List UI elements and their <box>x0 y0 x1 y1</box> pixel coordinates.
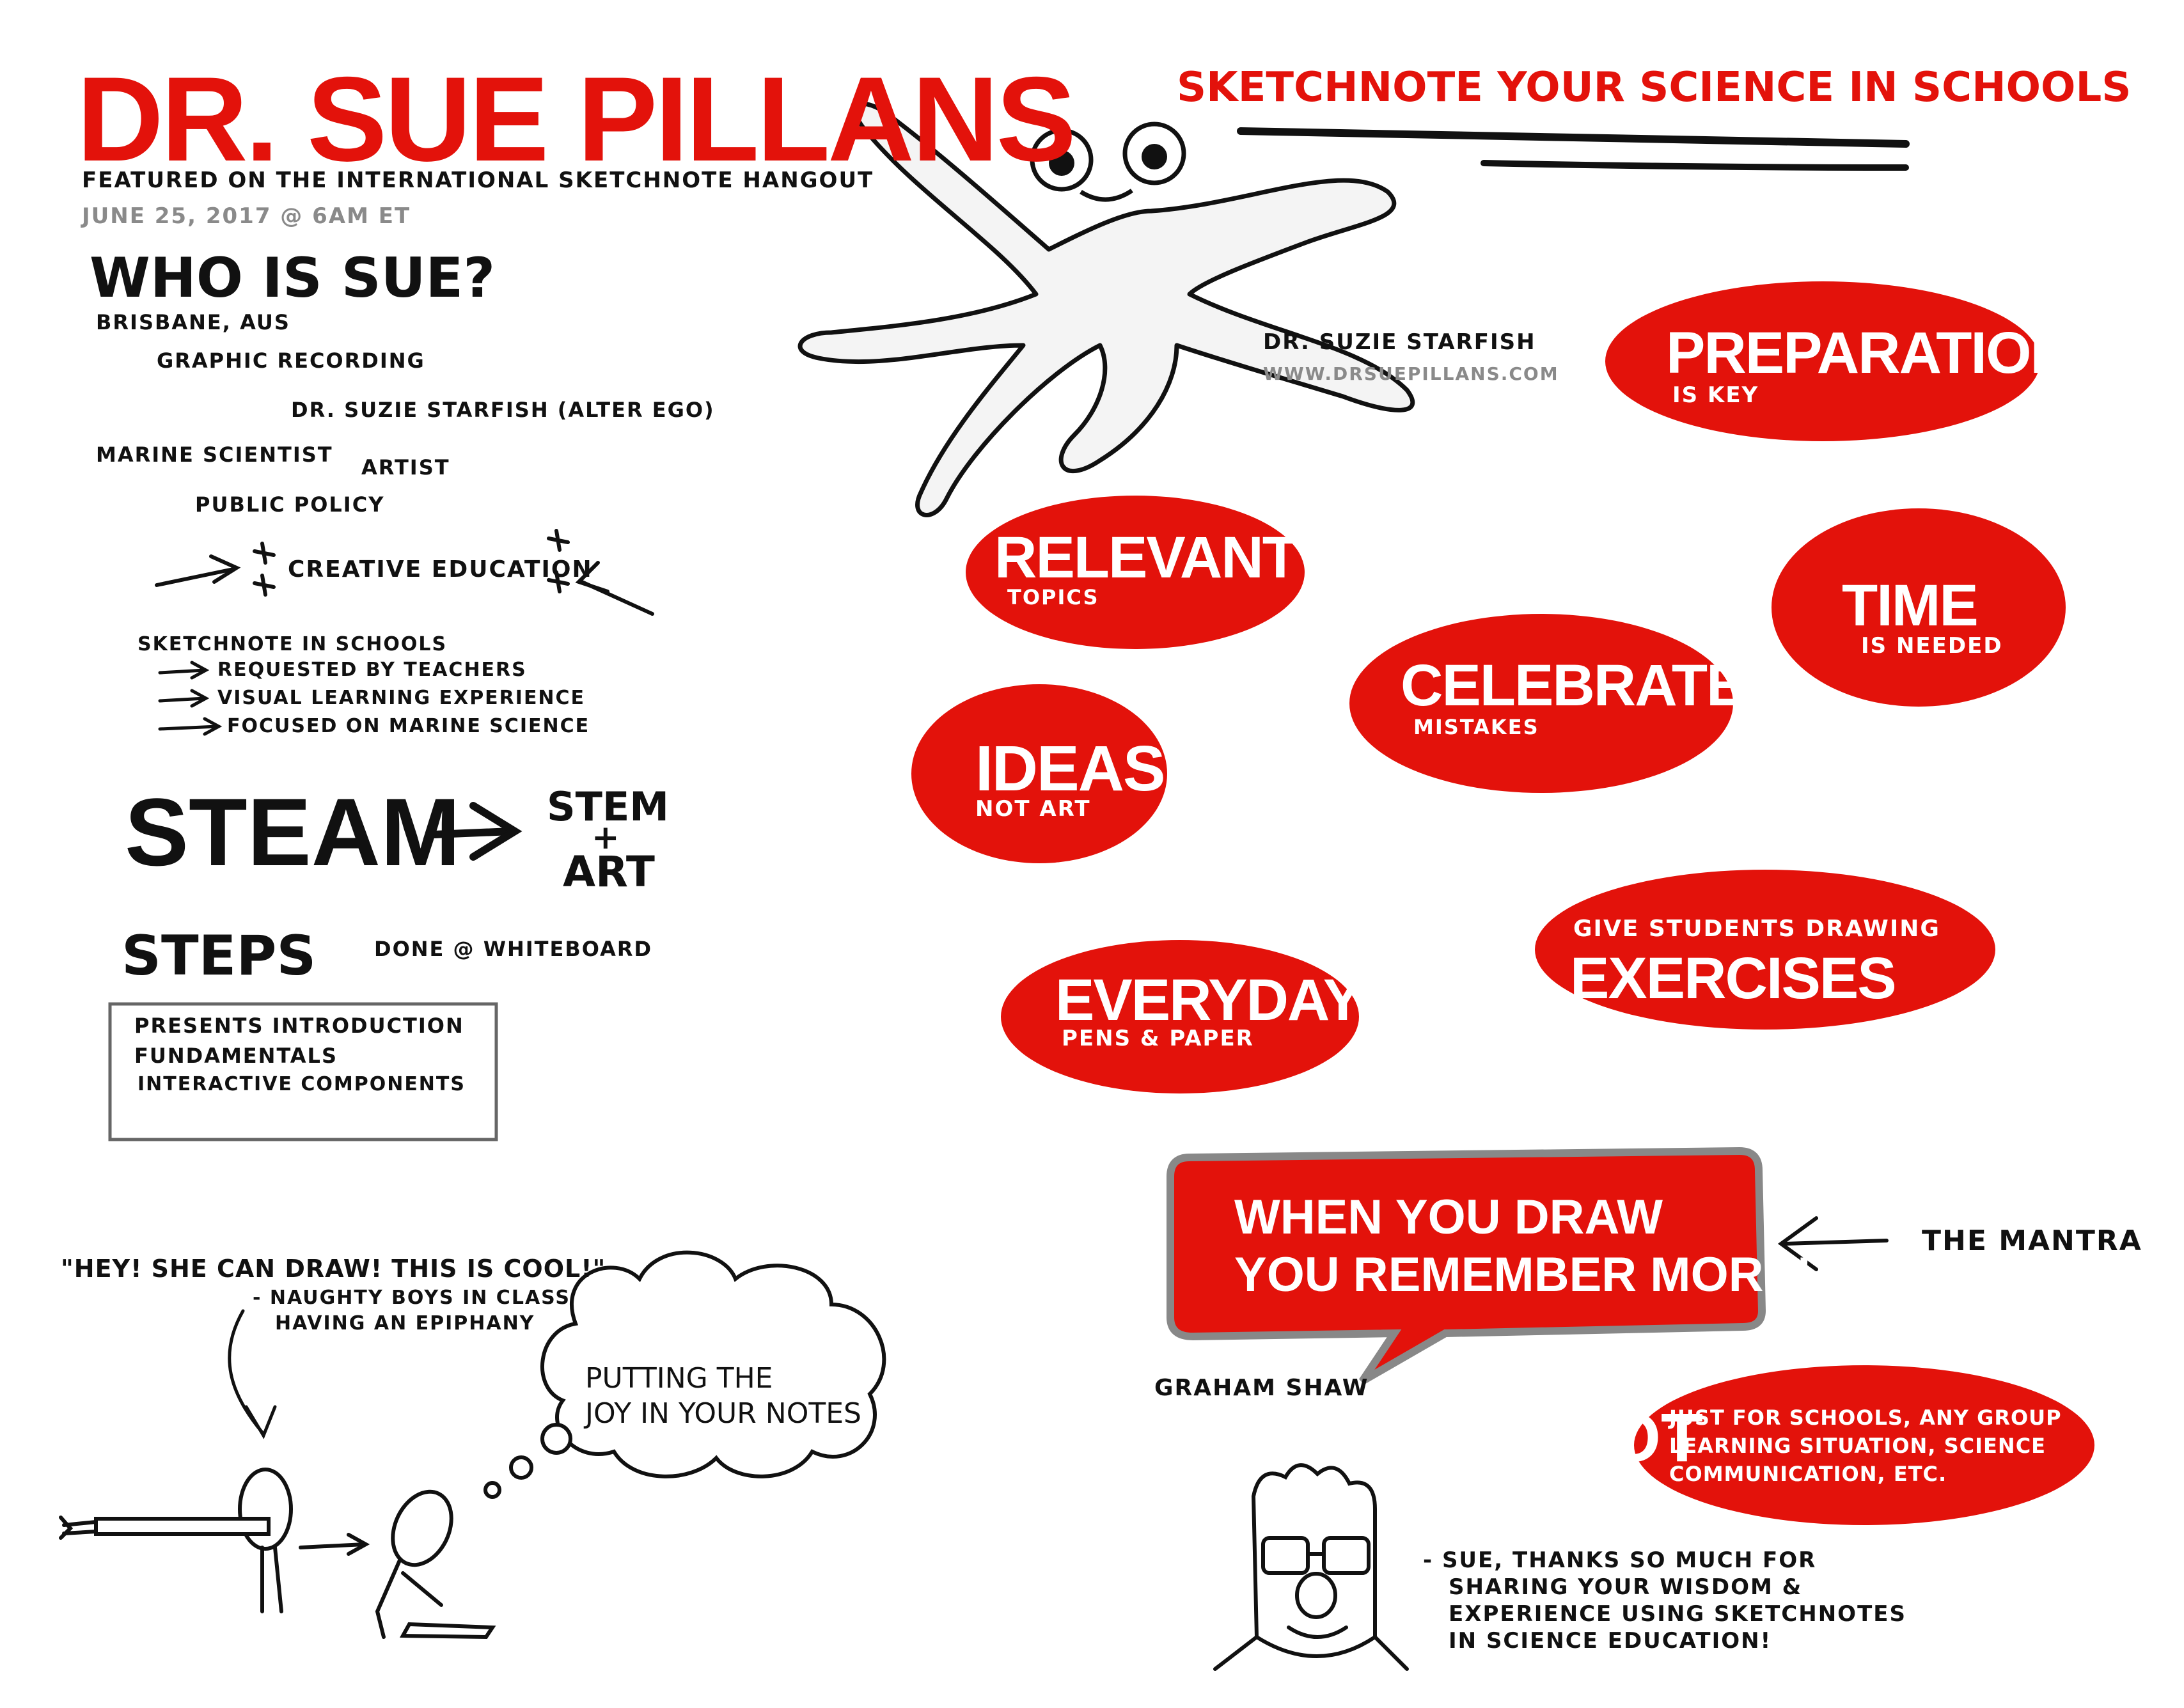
mantra-credit: GRAHAM SHAW <box>1154 1375 1369 1401</box>
mantra-speech-bubble <box>1167 1147 1766 1385</box>
steam-arrow-icon <box>431 802 522 861</box>
who-heading: WHO IS SUE? <box>90 246 496 310</box>
main-title: SKETCHNOTE YOUR SCIENCE IN SCHOOLS <box>1177 64 2132 111</box>
schools-item-1: REQUESTED BY TEACHERS <box>217 659 527 681</box>
steps-item-1: PRESENTS INTRODUCTION <box>134 1014 464 1038</box>
blob-relevant <box>966 496 1305 649</box>
steps-item-2: FUNDAMENTALS <box>134 1044 338 1068</box>
blob-preparation <box>1605 281 2040 441</box>
thanks-line-2: SHARING YOUR WISDOM & <box>1449 1574 1803 1600</box>
title-underline-2 <box>1481 160 1909 171</box>
tip-exercises-sub: GIVE STUDENTS DRAWING <box>1573 916 1940 942</box>
not-line-1: JUST FOR SCHOOLS, ANY GROUP <box>1669 1406 2062 1430</box>
starfish-illustration <box>797 102 1415 517</box>
thought-line-2: JOY IN YOUR NOTES <box>585 1397 861 1430</box>
who-graphic: GRAPHIC RECORDING <box>157 349 425 373</box>
schools-arrows-icon <box>158 661 223 736</box>
not-line-2: LEARNING SITUATION, SCIENCE <box>1669 1434 2047 1458</box>
creative-arrows-icon <box>155 529 654 616</box>
blob-time <box>1772 508 2066 707</box>
who-policy: PUBLIC POLICY <box>195 492 385 517</box>
face-illustration <box>1213 1463 1409 1671</box>
thought-bubble-3 <box>483 1481 501 1499</box>
blob-exercises <box>1535 870 1995 1030</box>
blob-everyday <box>1001 940 1359 1093</box>
who-alter: DR. SUZIE STARFISH (ALTER EGO) <box>291 398 715 422</box>
not-line-3: COMMUNICATION, ETC. <box>1669 1462 1947 1486</box>
tip-ideas: IDEAS <box>975 733 1166 804</box>
steps-box <box>108 1002 498 1141</box>
tip-celebrate-sub: MISTAKES <box>1413 715 1539 739</box>
quote-by-1: - NAUGHTY BOYS IN CLASS <box>253 1287 571 1309</box>
schools-item-3: FOCUSED ON MARINE SCIENCE <box>227 715 590 737</box>
mantra-line-2: YOU REMEMBER MORE! <box>1234 1248 1812 1302</box>
schools-heading: SKETCHNOTE IN SCHOOLS <box>137 633 448 655</box>
thanks-line-4: IN SCIENCE EDUCATION! <box>1449 1628 1772 1654</box>
thought-line-1: PUTTING THE <box>585 1362 773 1395</box>
blob-celebrate <box>1349 614 1733 793</box>
thought-bubble-1 <box>540 1423 572 1455</box>
not-main: NOT <box>1557 1399 1703 1476</box>
blob-ideas <box>911 684 1167 863</box>
mantra-line-1: WHEN YOU DRAW <box>1234 1190 1663 1244</box>
thanks-line-1: - SUE, THANKS SO MUCH FOR <box>1423 1547 1817 1573</box>
who-marine: MARINE SCIENTIST <box>96 443 333 467</box>
thanks-line-3: EXPERIENCE USING SKETCHNOTES <box>1449 1601 1906 1627</box>
tip-everyday: EVERYDAY <box>1055 968 1362 1033</box>
starfish-name: DR. SUZIE STARFISH <box>1263 329 1536 355</box>
mantra-arrow-icon <box>1777 1216 1889 1271</box>
tip-preparation: PREPARATION <box>1666 320 2073 386</box>
tip-time-sub: IS NEEDED <box>1861 633 2003 659</box>
quote-arrow-icon <box>228 1309 277 1439</box>
who-creative: CREATIVE EDUCATION <box>288 556 593 583</box>
blob-not <box>1634 1365 2094 1525</box>
who-location: BRISBANE, AUS <box>96 310 290 334</box>
steam-art: ART <box>563 847 655 897</box>
steam-word: STEAM <box>125 778 460 886</box>
tip-time: TIME <box>1842 573 1979 638</box>
schools-item-2: VISUAL LEARNING EXPERIENCE <box>217 687 586 709</box>
featured-line: FEATURED ON THE INTERNATIONAL SKETCHNOTE… <box>82 168 874 193</box>
event-date: JUNE 25, 2017 @ 6AM ET <box>82 203 411 229</box>
steam-stem: STEM <box>547 783 669 830</box>
quote-text: "HEY! SHE CAN DRAW! THIS IS COOL!" <box>61 1255 606 1283</box>
tip-relevant: RELEVANT <box>994 525 1298 590</box>
starfish-url: WWW.DRSUEPILLANS.COM <box>1263 363 1559 384</box>
tip-relevant-sub: TOPICS <box>1007 585 1099 609</box>
title-underline-1 <box>1237 127 1910 148</box>
tip-everyday-sub: PENS & PAPER <box>1062 1026 1254 1051</box>
steps-item-3: INTERACTIVE COMPONENTS <box>137 1073 466 1095</box>
students-illustration <box>59 1468 496 1640</box>
who-artist: ARTIST <box>361 455 450 480</box>
speaker-name: DR. SUE PILLANS <box>77 52 1076 186</box>
quote-by-2: HAVING AN EPIPHANY <box>275 1312 535 1335</box>
tip-ideas-sub: NOT ART <box>975 796 1091 822</box>
tip-preparation-sub: IS KEY <box>1672 382 1759 408</box>
steps-heading: STEPS <box>122 924 317 988</box>
thought-bubble-2 <box>509 1455 533 1480</box>
steps-note: DONE @ WHITEBOARD <box>374 937 653 961</box>
mantra-label: THE MANTRA <box>1922 1225 2142 1257</box>
tip-exercises: EXERCISES <box>1570 946 1897 1011</box>
steam-plus: + <box>592 819 621 857</box>
tip-celebrate: CELEBRATE <box>1401 653 1745 718</box>
